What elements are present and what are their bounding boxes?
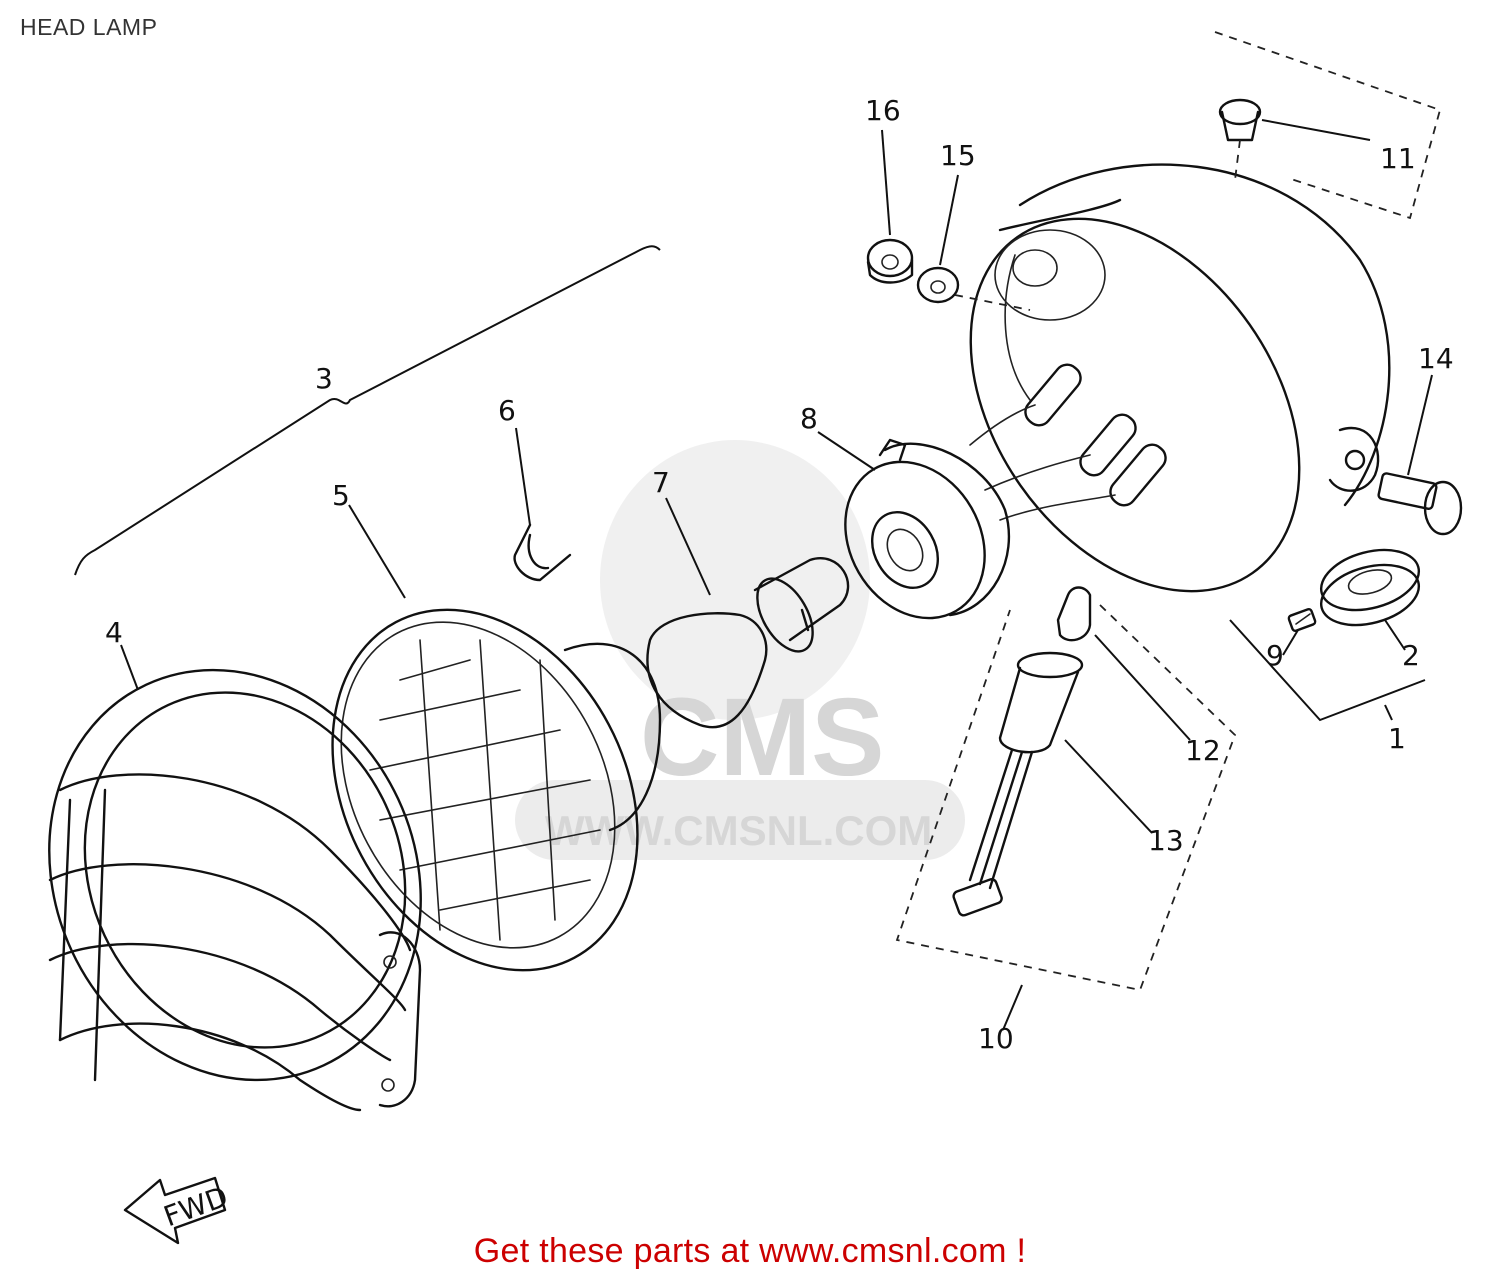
callout-10: 10 (978, 1022, 1014, 1055)
callout-3: 3 (315, 362, 333, 395)
part-7-bulb (646, 557, 850, 729)
part-9-screw (1287, 608, 1317, 632)
callout-6: 6 (498, 394, 516, 427)
callout-12: 12 (1185, 734, 1221, 767)
callout-2: 2 (1402, 639, 1420, 672)
part-12-bulb-small (1056, 586, 1092, 642)
page-title: HEAD LAMP (20, 14, 158, 40)
part-4-rim-guard (48, 668, 422, 1112)
callout-11: 11 (1380, 142, 1416, 175)
group-box-11 (1214, 31, 1442, 220)
callout-15: 15 (940, 139, 976, 172)
part-6-clip (513, 523, 572, 582)
fwd-label: FWD (159, 1180, 232, 1233)
group-box-10 (895, 604, 1237, 992)
callout-8: 8 (800, 402, 818, 435)
cmsnl-watermark: CMS WWW.CMSNL.COM (515, 440, 965, 860)
part-1-headlamp-body (969, 163, 1391, 593)
callout-16: 16 (865, 94, 901, 127)
part-16-nut (866, 238, 914, 284)
leader-lines (120, 119, 1433, 1031)
part-13-socket-wire (952, 651, 1084, 917)
part-11-cap (1218, 98, 1262, 181)
part-5-lens-unit (331, 608, 662, 972)
callout-9: 9 (1266, 639, 1284, 672)
callout-14: 14 (1418, 342, 1454, 375)
callout-4: 4 (105, 616, 123, 649)
watermark-url: WWW.CMSNL.COM (545, 807, 932, 854)
part-14-bolt (1377, 472, 1463, 536)
cmsnl-footer-link[interactable]: Get these parts at www.cmsnl.com ! (473, 1232, 1027, 1270)
callout-13: 13 (1148, 824, 1184, 857)
watermark-logo: CMS (640, 676, 884, 799)
part-2-grommet (1319, 548, 1421, 627)
bracket-3 (74, 245, 661, 576)
part-15-washer (916, 266, 960, 304)
callout-5: 5 (332, 479, 350, 512)
callout-1: 1 (1388, 722, 1406, 755)
bracket-1 (1229, 619, 1426, 722)
callout-7: 7 (652, 466, 670, 499)
